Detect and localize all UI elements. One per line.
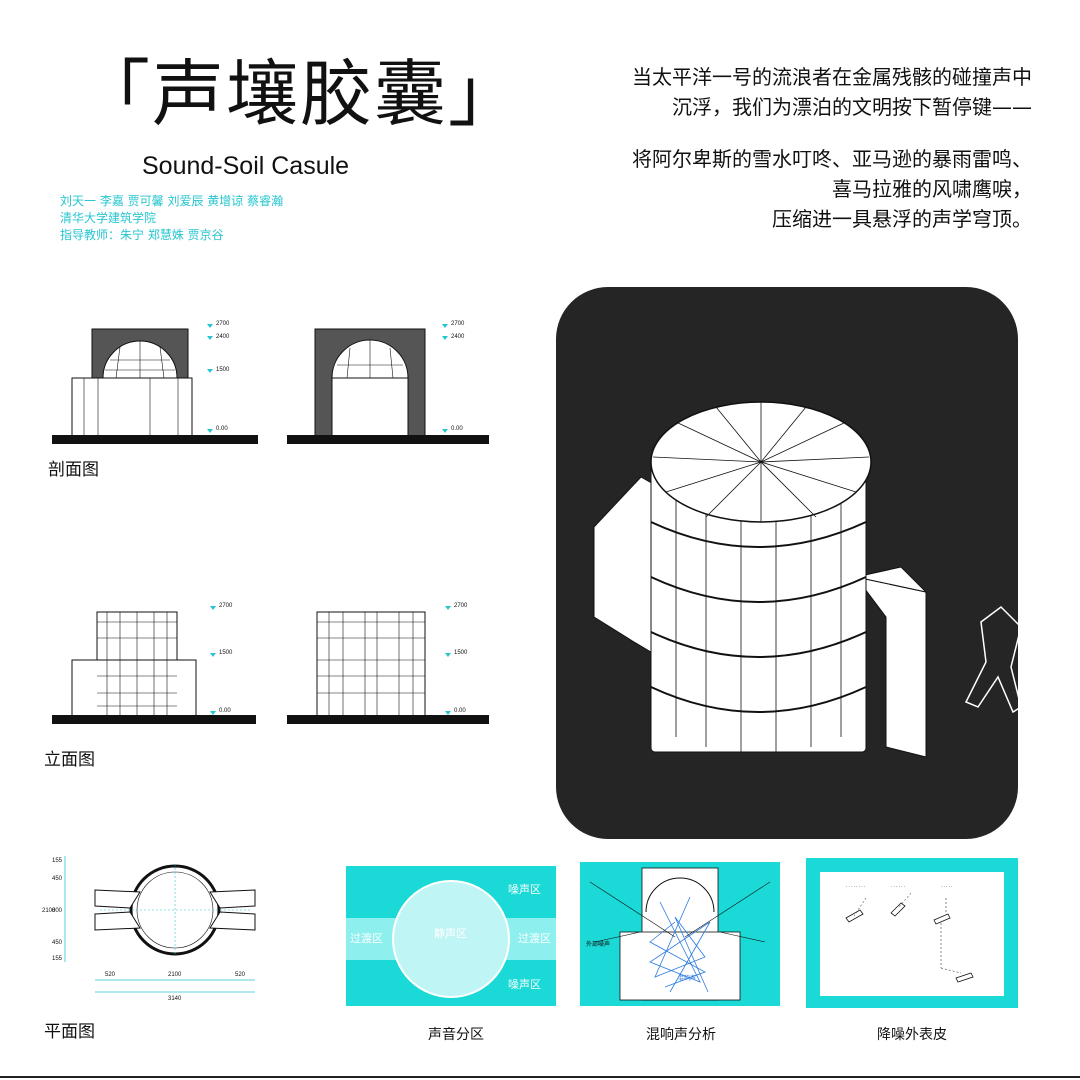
noise-skin-caption: 降噪外表皮	[877, 1027, 947, 1043]
bottom-rule	[0, 1076, 1080, 1078]
axonometric-panel	[556, 287, 1022, 839]
zone-noise-top-label: 噪声区	[508, 882, 541, 896]
reverb-diagram: 外部噪声 混响声	[580, 862, 780, 1006]
section-label: 剖面图	[48, 460, 99, 480]
section-drawing-2: 2700 2400 0.00	[287, 321, 489, 444]
project-title: 「声壤胶囊」	[78, 52, 523, 136]
advisors: 指导教师：朱宁 郑慧姝 贾京谷	[60, 228, 224, 242]
elevation-label: 立面图	[44, 750, 95, 770]
zoning-caption: 声音分区	[428, 1027, 484, 1043]
poem-line: 沉浮，我们为漂泊的文明按下暂停键——	[672, 95, 1032, 119]
dim-label: 2100	[42, 908, 56, 914]
dim-label: 3140	[168, 996, 182, 1002]
outside-noise-label: 外部噪声	[586, 940, 610, 948]
section-drawing-1: 2700 2400 1500 0.00	[52, 321, 258, 444]
noise-skin-diagram: · · · · · · · · · · · · · · · · · · ·	[806, 858, 1018, 1008]
level-label: 1500	[216, 367, 230, 373]
reverb-caption: 混响声分析	[646, 1027, 716, 1043]
plan-drawing: 155 450 2100 800 450 155 520 2100 520 31…	[42, 856, 256, 1002]
poem-line: 当太平洋一号的流浪者在金属残骸的碰撞声中	[632, 65, 1032, 89]
poem-line: 喜马拉雅的风啸鹰唳，	[832, 177, 1032, 201]
level-label: 0.00	[454, 708, 466, 714]
dim-label: 155	[52, 956, 63, 962]
poem-line: 压缩进一具悬浮的声学穹顶。	[772, 207, 1032, 231]
dim-label: 450	[52, 876, 63, 882]
level-label: 1500	[219, 650, 233, 656]
elevation-drawing-2: 2700 1500 0.00	[287, 603, 489, 724]
level-label: 2400	[216, 334, 230, 340]
school: 清华大学建筑学院	[60, 211, 157, 225]
zone-transition-right-label: 过渡区	[518, 931, 551, 945]
zoning-diagram: 静声区 噪声区 噪声区 过渡区 过渡区	[346, 866, 556, 1006]
level-label: 0.00	[219, 708, 231, 714]
reverb-label: 混响声	[678, 974, 696, 982]
level-label: 0.00	[216, 426, 228, 432]
credits: 刘天一 李嘉 贾可馨 刘爱辰 黄增谅 蔡睿瀚 清华大学建筑学院 指导教师：朱宁 …	[60, 193, 283, 244]
level-label: 2400	[451, 334, 465, 340]
dim-label: 155	[52, 858, 63, 864]
elevation-drawing-1: 2700 1500 0.00	[52, 603, 256, 724]
dim-label: 800	[52, 908, 63, 914]
zone-transition-left-label: 过渡区	[350, 931, 383, 945]
svg-text:· · · · · ·: · · · · · ·	[891, 884, 905, 889]
project-subtitle: Sound-Soil Casule	[142, 152, 350, 180]
svg-text:· · · · ·: · · · · ·	[941, 884, 952, 889]
svg-text:· · · · · · · ·: · · · · · · · ·	[846, 884, 865, 889]
level-label: 2700	[219, 603, 233, 609]
dim-label: 520	[105, 972, 116, 978]
authors: 刘天一 李嘉 贾可馨 刘爱辰 黄增谅 蔡睿瀚	[60, 194, 284, 208]
level-label: 2700	[216, 321, 230, 327]
level-label: 1500	[454, 650, 468, 656]
zone-quiet-label: 静声区	[434, 926, 467, 940]
dim-label: 2100	[168, 972, 182, 978]
capsule-axonometric	[593, 401, 1022, 758]
zone-noise-bottom-label: 噪声区	[508, 977, 541, 991]
plan-label: 平面图	[44, 1022, 95, 1042]
level-label: 0.00	[451, 426, 463, 432]
poem: 当太平洋一号的流浪者在金属残骸的碰撞声中 沉浮，我们为漂泊的文明按下暂停键—— …	[632, 62, 1032, 234]
level-label: 2700	[454, 603, 468, 609]
poem-line: 将阿尔卑斯的雪水叮咚、亚马逊的暴雨雷鸣、	[632, 147, 1032, 171]
level-label: 2700	[451, 321, 465, 327]
dim-label: 450	[52, 940, 63, 946]
dim-label: 520	[235, 972, 246, 978]
